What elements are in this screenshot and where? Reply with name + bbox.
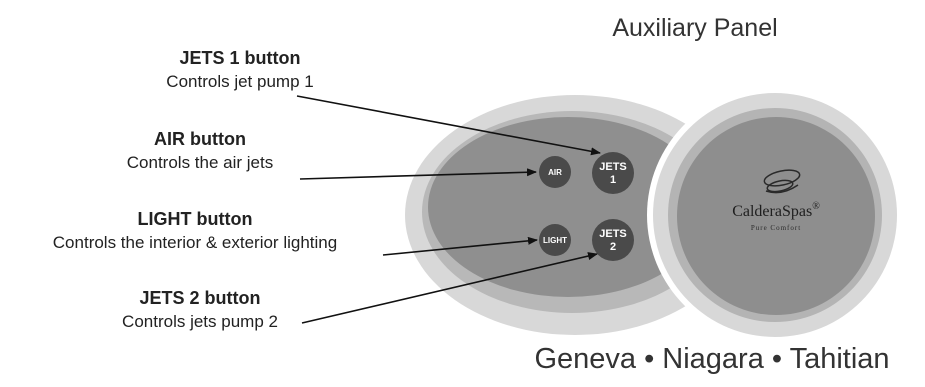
jets2-button[interactable]: JETS 2 <box>592 219 634 261</box>
jets1-button[interactable]: JETS 1 <box>592 152 634 194</box>
light-button[interactable]: LIGHT <box>539 224 571 256</box>
arrow-jets1 <box>296 95 601 156</box>
jets2-button-label: JETS <box>599 228 627 240</box>
panel-title: Auxiliary Panel <box>612 14 778 42</box>
jets2-button-number: 2 <box>610 241 616 253</box>
callout-air-desc: Controls the air jets <box>126 153 274 172</box>
air-button-label: AIR <box>548 168 562 177</box>
callout-light-title: LIGHT button <box>137 209 253 229</box>
callout-jets1-title: JETS 1 button <box>179 48 301 68</box>
arrow-air <box>299 168 537 180</box>
callout-air-title: AIR button <box>154 129 246 149</box>
arrow-jets2 <box>301 252 598 324</box>
panel-right-inner <box>677 117 875 315</box>
arrow-light <box>382 236 538 256</box>
model-names: Geneva • Niagara • Tahitian <box>534 343 890 375</box>
callout-jets2-title: JETS 2 button <box>139 288 261 308</box>
jets1-button-label: JETS <box>599 161 627 173</box>
callout-light: LIGHT button Controls the interior & ext… <box>0 208 390 254</box>
light-button-label: LIGHT <box>543 236 567 245</box>
callout-jets1: JETS 1 button Controls jet pump 1 <box>110 47 370 93</box>
swirl-logo-icon <box>763 169 801 194</box>
panel-left-inner <box>428 117 708 297</box>
jets1-button-number: 1 <box>610 174 616 186</box>
callout-jets2: JETS 2 button Controls jets pump 2 <box>70 287 330 333</box>
callout-air: AIR button Controls the air jets <box>80 128 320 174</box>
caldera-logo: CalderaSpas® Pure Comfort <box>732 169 820 232</box>
air-button[interactable]: AIR <box>539 156 571 188</box>
callout-light-desc: Controls the interior & exterior lightin… <box>52 233 338 252</box>
logo-brand: CalderaSpas® <box>732 201 820 220</box>
logo-tagline: Pure Comfort <box>751 224 801 232</box>
callout-jets1-desc: Controls jet pump 1 <box>166 72 314 91</box>
callout-jets2-desc: Controls jets pump 2 <box>122 312 278 331</box>
